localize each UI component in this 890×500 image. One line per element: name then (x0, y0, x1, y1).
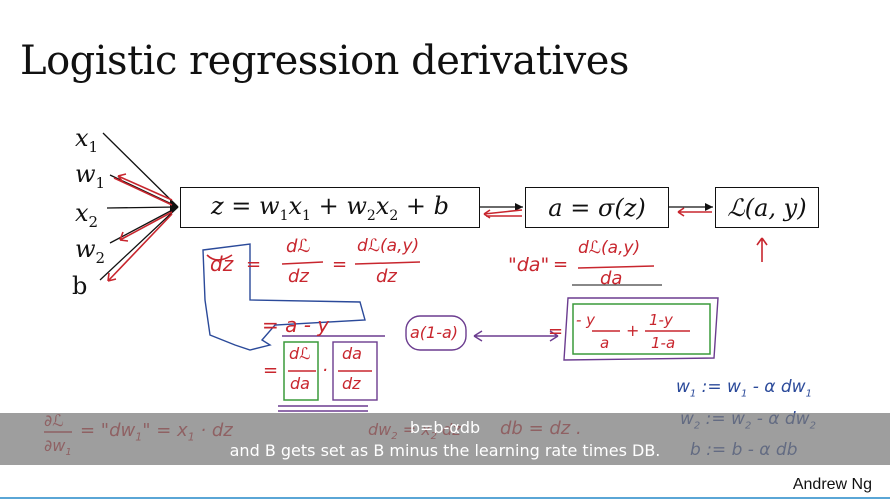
subtitle-line-2: and B gets set as B minus the learning r… (229, 441, 661, 460)
hw-da-eq: = (553, 254, 569, 275)
input-x1: x1 (75, 124, 99, 156)
loss-box-text: ℒ(a, y) (727, 193, 807, 222)
author-name: Andrew Ng (792, 476, 872, 493)
arrowhead-z (170, 199, 178, 215)
subtitle-band (0, 413, 890, 465)
hw-dL-num: dℒ (286, 236, 311, 257)
backprop-arrows (107, 173, 768, 282)
hw-a-minus-y: = a - y (262, 313, 330, 337)
dz-outline (202, 243, 366, 351)
a-box: a = σ(z) (525, 187, 669, 228)
purple-strokes (278, 297, 719, 412)
hw-eq-da: = (548, 321, 564, 342)
hw-da-val-den: 1-a (651, 334, 676, 352)
input-w2: w2 (75, 235, 106, 267)
hw-dz-eq: = (246, 254, 262, 275)
hw-chain-dL: dℒ (289, 344, 311, 363)
input-w1: w1 (75, 160, 106, 192)
hw-chain-da: da (290, 374, 310, 393)
arrowhead-loss (705, 203, 713, 211)
subtitle-line-1: b=b-αdb (409, 418, 481, 437)
hw-dz-den: dz (288, 266, 309, 287)
z-box-text: z = w1x1 + w2x2 + b (211, 191, 449, 224)
hw-da-den: da (600, 268, 623, 289)
arrowhead-a (515, 203, 523, 211)
green-boxes (283, 303, 711, 401)
hw-dLay-num: dℒ(a,y) (357, 236, 420, 256)
input-x2: x2 (75, 199, 99, 231)
hw-chain-da2: da (342, 344, 362, 363)
input-b: b (72, 272, 88, 300)
loss-box: ℒ(a, y) (715, 187, 819, 228)
a-box-text: a = σ(z) (548, 193, 646, 222)
z-box: z = w1x1 + w2x2 + b (180, 187, 480, 228)
fraction-bars (44, 261, 690, 433)
hw-chain-dot: · (322, 360, 328, 381)
hw-da-val-num: 1-y (649, 311, 673, 329)
bottom-rule (0, 497, 890, 499)
hw-da-plus: + (626, 321, 640, 340)
hw-eq2: = (332, 254, 348, 275)
hw-da-num: dℒ(a,y) (578, 238, 641, 258)
hw-dz-den2: dz (376, 266, 397, 287)
hw-update-w1: w1 := w1 - α dw1 (676, 377, 812, 400)
hw-chain-dz: dz (342, 374, 361, 393)
hw-da-val-a: a (600, 334, 610, 352)
hw-dz-label: dz (210, 252, 234, 276)
hw-da-label: "da" (508, 254, 550, 276)
hw-a-term: a(1-a) (410, 323, 459, 342)
hw-chain-eq: = (263, 360, 279, 381)
slide-title: Logistic regression derivatives (20, 38, 629, 84)
hw-da-val: - y (576, 311, 596, 329)
